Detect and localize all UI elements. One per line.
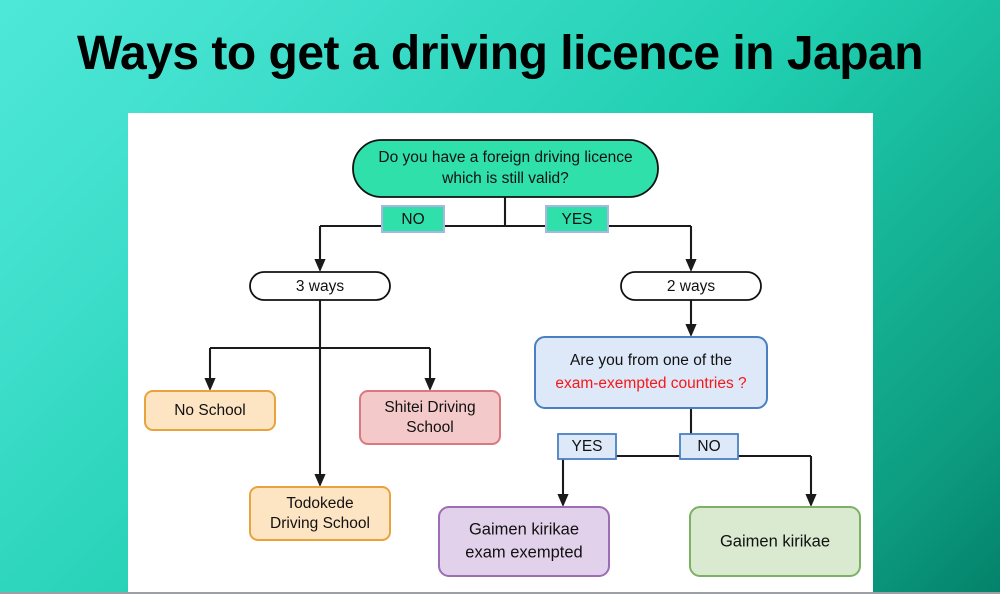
diagram-card: Do you have a foreign driving licence wh… bbox=[128, 113, 873, 594]
node-todokede-driving-school-line1: Todokede bbox=[286, 495, 353, 512]
node-shitei-driving-school-shape bbox=[359, 390, 501, 445]
edge-label-exempt-yes-text: YES bbox=[571, 438, 602, 455]
node-three-ways[interactable]: 3 ways bbox=[249, 271, 391, 301]
node-exempt-question-shape bbox=[534, 336, 768, 409]
node-root-question-shape bbox=[352, 139, 659, 198]
page-title: Ways to get a driving licence in Japan bbox=[76, 27, 924, 80]
edge-label-exempt-no[interactable]: NO bbox=[679, 433, 739, 460]
edge-label-root-yes-shape bbox=[545, 205, 609, 233]
node-gaimen-exempt-line2: exam exempted bbox=[465, 543, 582, 561]
node-root-question[interactable]: Do you have a foreign driving licence wh… bbox=[352, 139, 659, 198]
edge-label-exempt-yes[interactable]: YES bbox=[557, 433, 617, 460]
connector-three-ways-to-no-school bbox=[204, 348, 216, 391]
node-exempt-question-line1: Are you from one of the bbox=[570, 352, 732, 369]
node-no-school-shape bbox=[144, 390, 276, 431]
node-two-ways-label: 2 ways bbox=[667, 278, 715, 295]
node-exempt-question-line2: exam-exempted countries ? bbox=[555, 375, 747, 392]
node-gaimen-exempt-shape bbox=[438, 506, 610, 577]
connector-root-to-three-ways bbox=[314, 226, 326, 272]
node-gaimen-shape bbox=[689, 506, 861, 577]
connector-two-ways-to-exempt-question bbox=[685, 299, 697, 337]
edge-label-root-yes[interactable]: YES bbox=[545, 205, 609, 233]
node-exempt-question[interactable]: Are you from one of the exam-exempted co… bbox=[534, 336, 768, 409]
node-no-school-label: No School bbox=[174, 402, 246, 419]
node-todokede-driving-school[interactable]: Todokede Driving School bbox=[249, 486, 391, 541]
node-gaimen-exempt-line1: Gaimen kirikae bbox=[469, 520, 579, 538]
edge-label-exempt-no-text: NO bbox=[697, 438, 720, 455]
edge-label-exempt-no-shape bbox=[679, 433, 739, 460]
connector-three-ways-to-todokede bbox=[314, 348, 326, 487]
edge-label-root-no-text: NO bbox=[401, 211, 424, 228]
node-shitei-driving-school[interactable]: Shitei Driving School bbox=[359, 390, 501, 445]
node-two-ways[interactable]: 2 ways bbox=[620, 271, 762, 301]
node-shitei-driving-school-line2: School bbox=[406, 419, 453, 436]
connector-exempt-to-gaimen bbox=[805, 456, 817, 507]
node-root-question-line1: Do you have a foreign driving licence bbox=[378, 149, 632, 166]
flowchart: Do you have a foreign driving licence wh… bbox=[144, 139, 861, 577]
node-gaimen-exempt[interactable]: Gaimen kirikae exam exempted bbox=[438, 506, 610, 577]
node-three-ways-shape bbox=[249, 271, 391, 301]
edge-label-exempt-yes-shape bbox=[557, 433, 617, 460]
node-three-ways-label: 3 ways bbox=[296, 278, 344, 295]
edge-label-root-no[interactable]: NO bbox=[381, 205, 445, 233]
node-no-school[interactable]: No School bbox=[144, 390, 276, 431]
connector-root-to-split bbox=[320, 196, 691, 228]
connector-root-to-two-ways bbox=[685, 226, 697, 272]
node-todokede-driving-school-line2: Driving School bbox=[270, 515, 370, 532]
connector-three-ways-to-shitei bbox=[424, 348, 436, 391]
connector-three-ways-split bbox=[210, 299, 430, 350]
edge-label-root-yes-text: YES bbox=[561, 211, 592, 228]
edge-label-root-no-shape bbox=[381, 205, 445, 233]
slide-bottom-divider bbox=[0, 592, 1000, 594]
node-gaimen[interactable]: Gaimen kirikae bbox=[689, 506, 861, 577]
node-todokede-driving-school-shape bbox=[249, 486, 391, 541]
connector-exempt-to-gaimen-exempt bbox=[557, 456, 569, 507]
node-gaimen-label: Gaimen kirikae bbox=[720, 532, 830, 550]
node-two-ways-shape bbox=[620, 271, 762, 301]
node-root-question-line2: which is still valid? bbox=[441, 170, 569, 187]
node-shitei-driving-school-line1: Shitei Driving bbox=[384, 399, 475, 416]
